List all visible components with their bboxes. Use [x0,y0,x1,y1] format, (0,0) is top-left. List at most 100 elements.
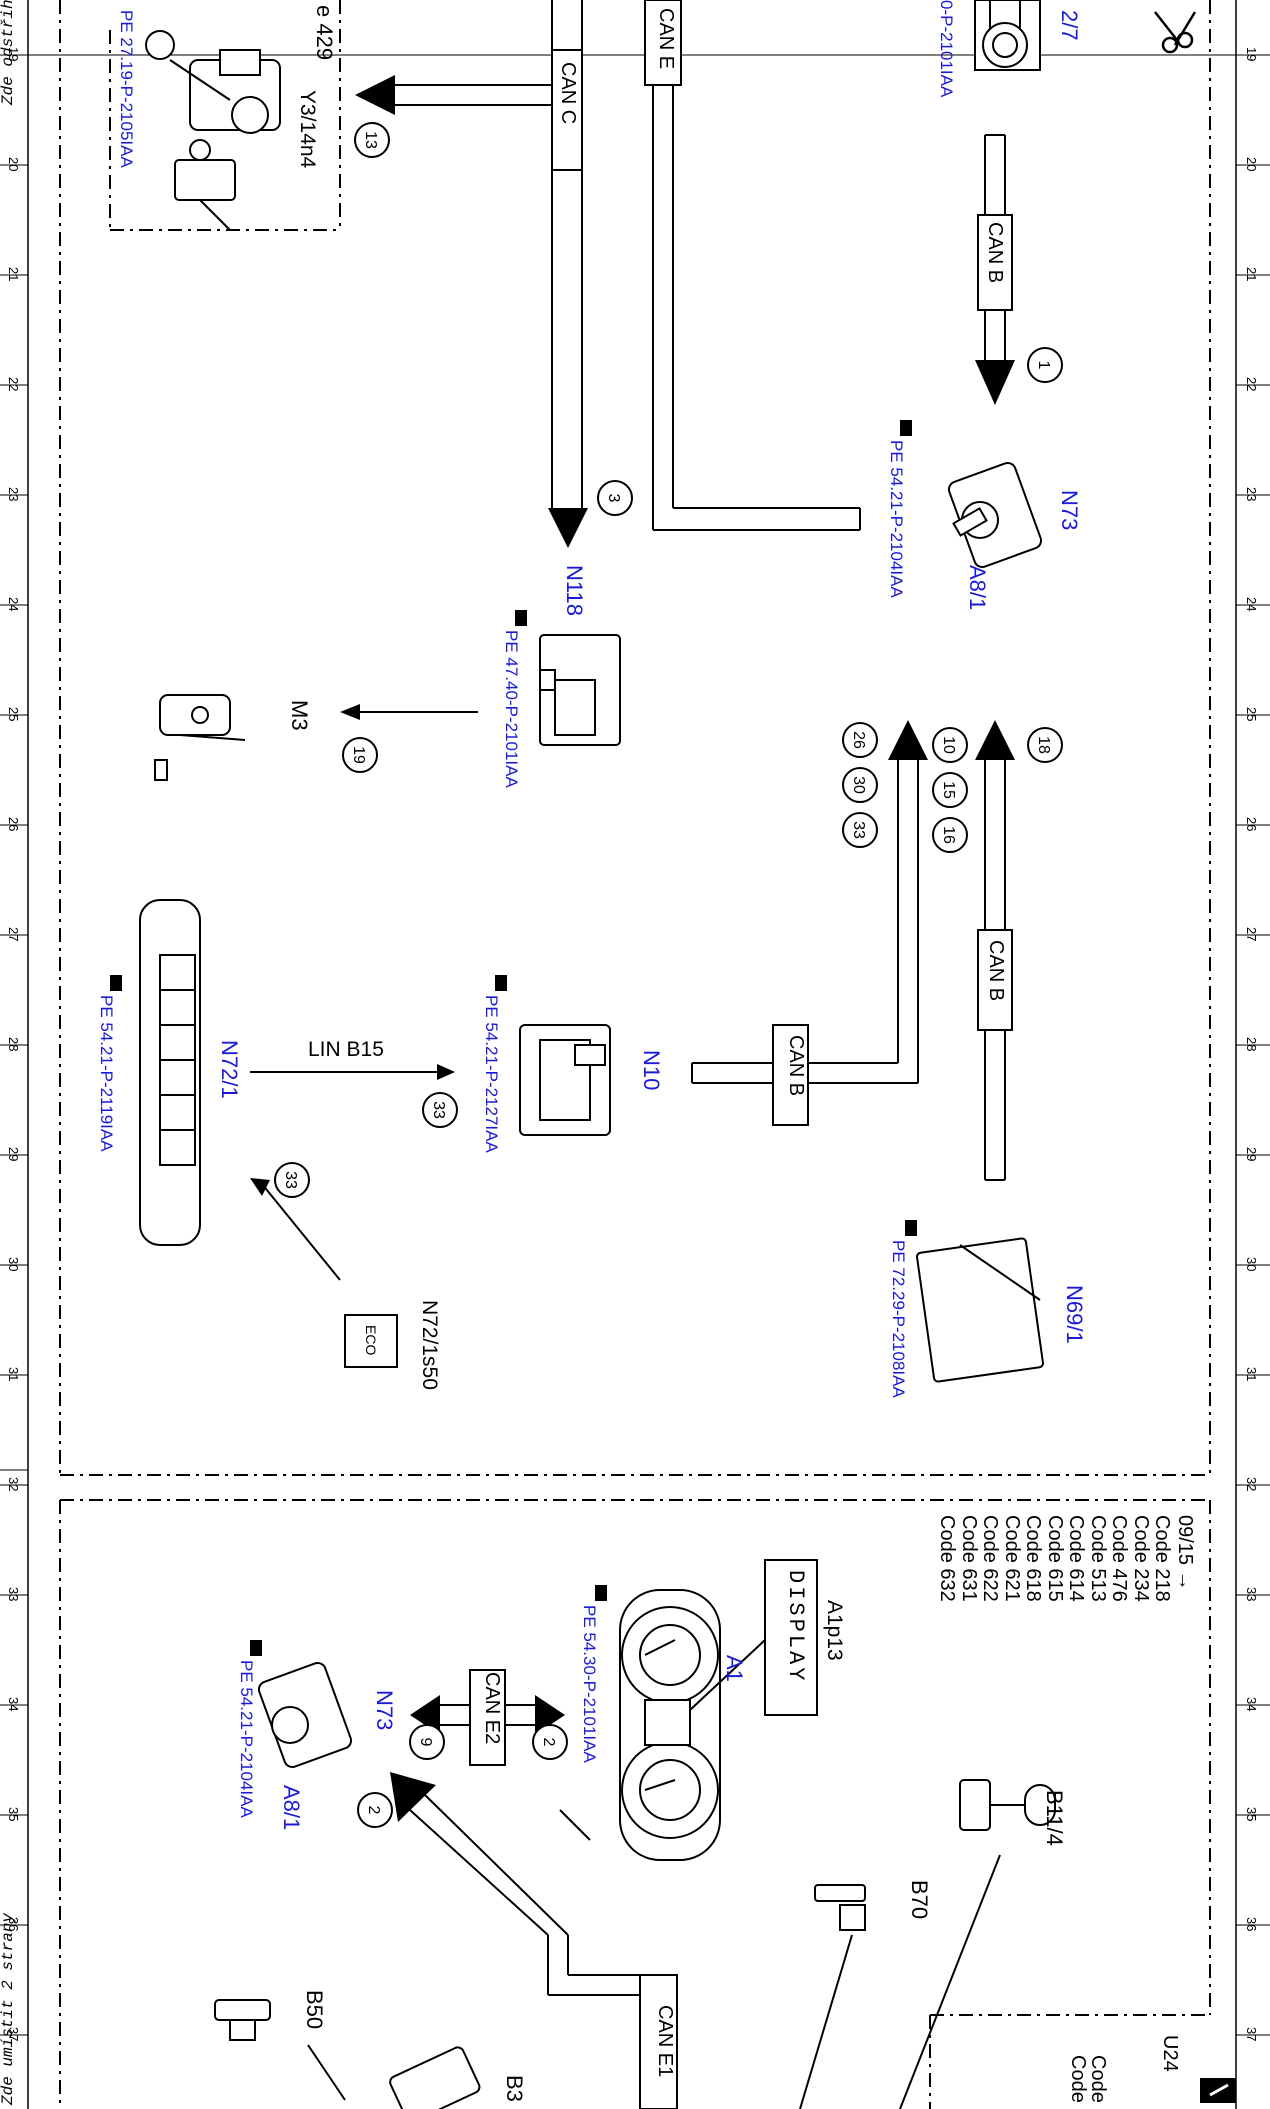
n10-id: N10 [639,1050,664,1091]
step-circle: 1 [1027,347,1063,383]
top-left-fragment-label: e 429 [312,5,337,61]
a1-ref-link[interactable]: PE 54.30-P-2101IAA [580,1605,599,1763]
grid-number-left: 22 [6,377,21,392]
b3-id: B3 [502,2075,527,2102]
svg-text:26: 26 [850,731,867,749]
n73-lower-ignition-switch [257,1661,353,1769]
eco-switch-id: N72/1s50 [418,1300,441,1390]
svg-text:13: 13 [362,131,379,149]
grid-number-right: 21 [1244,267,1259,282]
code-item: Code 632 [936,1515,958,1602]
a1-instrument-cluster [619,1589,721,1861]
b50-id: B50 [302,1990,327,2030]
grid-number-left: 34 [6,1697,21,1712]
svg-text:19: 19 [350,746,367,764]
n69-id: N69/1 [1062,1285,1087,1344]
can-b-n10-label: CAN B [785,1035,807,1097]
code-item: Code 631 [957,1515,980,1602]
u24-id: U24 [1159,2035,1181,2072]
u24-code-line-2: Code [1067,2055,1089,2103]
step-circle: 26 [842,722,878,758]
can-b-vertical-label: CAN B [985,940,1007,1002]
code-item: Code 622 [979,1515,1001,1602]
svg-text:9: 9 [417,1738,434,1747]
grid-number-left: 26 [6,817,21,832]
grid-number-left: 31 [6,1367,21,1382]
u24-code-line-1: Code [1087,2055,1109,2103]
step-circle: 33 [274,1162,310,1198]
book-icon [110,975,122,991]
can-c-label: CAN C [557,62,579,125]
step-circle: 9 [409,1724,445,1760]
step-circle: 30 [842,767,878,803]
n73-top-sub: A8/1 [965,565,990,611]
grid-number-right: 32 [1244,1477,1259,1492]
step-circle: 33 [842,812,878,848]
grid-number-left: 36 [6,1917,21,1932]
n73-lower-ref-link[interactable]: PE 54.21-P-2104IAA [237,1660,256,1818]
n72-ref-link[interactable]: PE 54.21-P-2119IAA [97,995,116,1152]
can-b-top-label: CAN B [984,222,1006,284]
n72-switch-panel [139,899,201,1246]
top-right-code-label: 2/7 [1057,10,1082,41]
arrow-heads [250,75,1015,1822]
grid-number-right: 27 [1244,927,1259,942]
grid-number-right: 36 [1244,1917,1259,1932]
grid-number-right: 34 [1244,1697,1259,1712]
code-item: Code 476 [1108,1515,1130,1602]
svg-text:18: 18 [1035,736,1052,754]
svg-text:30: 30 [850,776,867,794]
step-circle: 2 [532,1724,568,1760]
corner-tab-icon [1200,2078,1236,2103]
code-item: Code 234 [1129,1515,1152,1602]
code-item: Code 614 [1065,1515,1087,1602]
step-circle: 33 [422,1092,458,1128]
b70-id: B70 [907,1880,932,1920]
a1p13-display-text: DISPLAY [783,1570,808,1684]
svg-text:33: 33 [282,1171,299,1189]
n69-ref-link[interactable]: PE 72.29-P-2108IAA [889,1240,908,1398]
svg-text:3: 3 [605,494,622,503]
n118-id: N118 [562,565,587,616]
code-item: Code 615 [1043,1515,1066,1602]
step-circle: 19 [342,737,378,773]
step-circle: 13 [354,122,390,158]
a1-id: A1 [722,1655,747,1682]
grid-number-right: 22 [1244,377,1259,392]
y3-valve-component [145,30,281,231]
svg-text:16: 16 [940,826,957,844]
top-right-ref-link[interactable]: 0-P-2101IAA [937,0,956,98]
b11-id: B11/4 [1042,1790,1067,1846]
n73-top-id: N73 [1057,490,1082,531]
step-circle: 10 [932,727,968,763]
top-right-connector [974,0,1041,71]
grid-number-left: 29 [6,1147,21,1162]
grid-number-left: 33 [6,1587,21,1602]
b50-sensor [214,1999,271,2041]
svg-text:1: 1 [1035,361,1052,370]
m3-id: M3 [287,700,312,731]
n73-top-ref-link[interactable]: PE 54.21-P-2104IAA [887,440,906,598]
svg-text:33: 33 [430,1101,447,1119]
reference-book-icons [110,420,917,1656]
svg-text:10: 10 [940,736,957,754]
b11-sensor [959,1779,1056,1831]
grid-number-left: 32 [6,1477,21,1492]
n10-ref-link[interactable]: PE 54.21-P-2127IAA [482,995,501,1153]
grid-number-left: 27 [6,927,21,942]
code-item: Code 621 [1000,1515,1023,1602]
svg-text:2: 2 [540,1738,557,1747]
grid-number-right: 20 [1244,157,1259,172]
grid-number-right: 37 [1244,2027,1259,2042]
n10-sam-module [519,1024,611,1136]
scissors-icon [1154,11,1197,54]
grid-number-left: 19 [6,47,21,62]
grid-number-right: 23 [1244,487,1259,502]
n118-ref-link[interactable]: PE 47.40-P-2101IAA [502,630,521,788]
cut-here-bottom-label: Zde umístit 2 strany [0,1912,17,2105]
step-circle: 15 [932,772,968,808]
y3-ref-link[interactable]: PE 27.19-P-2105IAA [117,10,136,168]
grid-number-right: 26 [1244,817,1259,832]
grid-number-left: 24 [6,597,21,612]
